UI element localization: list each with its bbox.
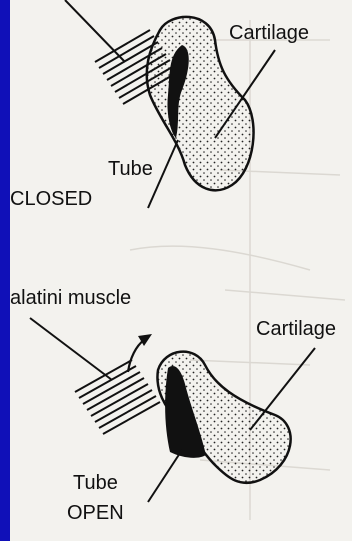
cartilage-label-bottom: Cartilage [256, 318, 336, 341]
tube-label-bottom: Tube [73, 472, 118, 495]
cartilage-leader-line-bottom [250, 348, 315, 430]
tube-leader-line-bottom [148, 450, 182, 502]
tube-label-top: Tube [108, 158, 153, 181]
scanned-figure: Cartilage Tube CLOSED alatini muscle Car… [10, 0, 352, 541]
closed-label: CLOSED [10, 188, 92, 211]
cartilage-label-top: Cartilage [229, 22, 309, 45]
muscle-block-bottom [75, 360, 160, 434]
muscle-leader-line-bottom [30, 318, 112, 380]
open-label: OPEN [67, 502, 124, 525]
pull-arrow [128, 340, 144, 372]
muscle-label: alatini muscle [10, 287, 131, 310]
tube-open-diagram [10, 0, 352, 541]
